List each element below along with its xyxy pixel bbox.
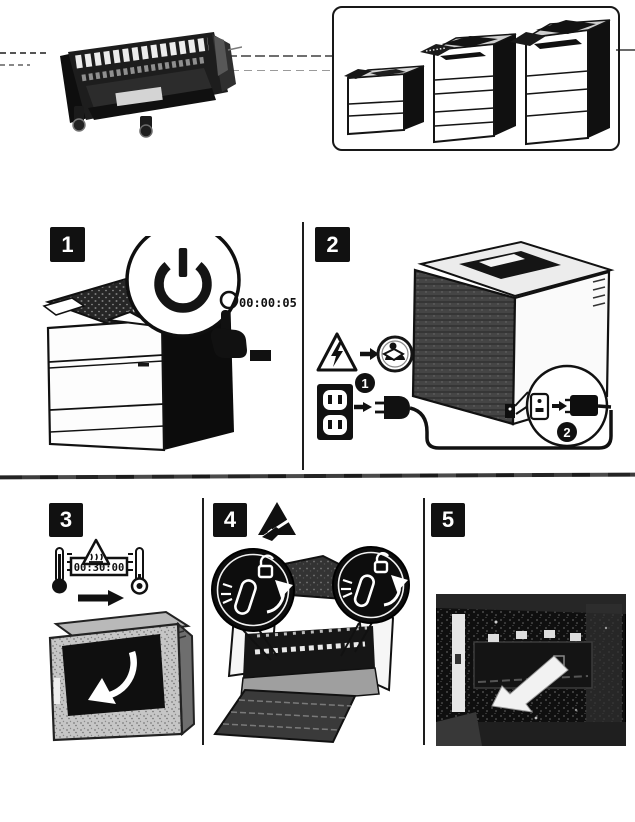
wall-outlet-icon (317, 384, 353, 440)
svg-text:2: 2 (563, 425, 570, 440)
refer-to-manual-icon (376, 335, 414, 373)
wait-arrow-icon (78, 590, 124, 606)
open-door-ramp (213, 688, 357, 744)
rotate-arrow-icon (266, 580, 293, 614)
scan-artifact-line (192, 70, 332, 71)
panel-divider-vertical (302, 222, 304, 470)
callout-tail (514, 391, 529, 407)
esd-warning-icon (258, 502, 296, 541)
printer-rear-door-illustration (48, 610, 196, 742)
plug-connector-icon (570, 395, 598, 416)
rear-door-open-arrow-icon (88, 650, 137, 704)
hot-surface-warning-icon (81, 538, 111, 566)
power-symbol-callout-icon (125, 236, 241, 338)
power-off-timer: 00:00:05 (239, 296, 297, 310)
callout-tail (242, 629, 272, 661)
compatible-printers-box (332, 6, 620, 151)
printer-single-function-icon (344, 65, 425, 136)
step-number-badge: 3 (49, 503, 83, 537)
printer-mfp-large-icon (510, 19, 611, 146)
scan-artifact-line (616, 49, 635, 51)
open-padlock-icon (257, 554, 275, 579)
fuser-assembly (473, 630, 593, 689)
printer-models-illustration (344, 19, 611, 146)
callout-2-badge: 2 (557, 422, 577, 442)
step-number: 5 (441, 507, 455, 532)
step-number-badge: 4 (213, 503, 247, 537)
unplug-arrow-icon (354, 402, 372, 412)
electric-shock-warning-icon (316, 332, 358, 372)
lever-icon (234, 579, 257, 615)
panel-divider-vertical (202, 498, 204, 745)
section-divider-horizontal (0, 472, 635, 480)
step-number-badge: 1 (50, 227, 85, 262)
inlet-socket-icon (529, 392, 550, 421)
printer-mfp-medium-icon (420, 33, 517, 144)
press-power-hand-icon (210, 290, 271, 361)
power-cord (409, 406, 613, 450)
callout-tail (354, 620, 374, 653)
fuser-unit-illustration (60, 32, 242, 138)
step-number-badge: 2 (315, 227, 350, 262)
power-inlet-icon (505, 404, 515, 418)
unlock-lever-callout-right (332, 546, 410, 624)
scan-artifact-line (0, 64, 30, 66)
panel-divider-vertical (423, 498, 425, 745)
arrow-right-icon (360, 348, 379, 360)
release-fuser-levers-illustration (211, 546, 410, 744)
rotate-arrow-icon (383, 575, 408, 607)
scan-artifact-line (0, 52, 48, 54)
unplug-power-illustration: 1 2 (316, 240, 615, 450)
scan-artifact-line (185, 55, 333, 57)
cooldown-open-door-illustration: 00:30:00 (48, 538, 196, 742)
svg-text:1: 1 (361, 376, 368, 391)
thermometer-cold-icon (127, 547, 149, 595)
fuser-opening (243, 626, 375, 678)
step-number: 3 (59, 507, 73, 532)
power-ring-icon (219, 290, 239, 310)
callout-1-badge: 1 (355, 373, 375, 393)
unlock-lever-callout-left (211, 548, 295, 632)
power-off-illustration: 00:00:05 (42, 236, 297, 452)
remove-fuser-photo (436, 594, 626, 746)
open-padlock-icon (373, 551, 390, 574)
step-number-badge: 5 (431, 503, 465, 537)
remove-fuser-arrow-icon (491, 655, 569, 713)
step-number: 2 (326, 231, 339, 257)
power-symbol-icon (154, 261, 212, 313)
unplug-inlet-callout-icon: 2 (525, 364, 612, 448)
callout-tail (258, 629, 278, 657)
step-number: 1 (61, 231, 74, 257)
open-rear-door (62, 634, 165, 716)
callout-tail (340, 622, 360, 657)
step-number: 4 (223, 507, 237, 532)
power-plug-icon (375, 396, 410, 419)
lever-icon (353, 574, 375, 608)
